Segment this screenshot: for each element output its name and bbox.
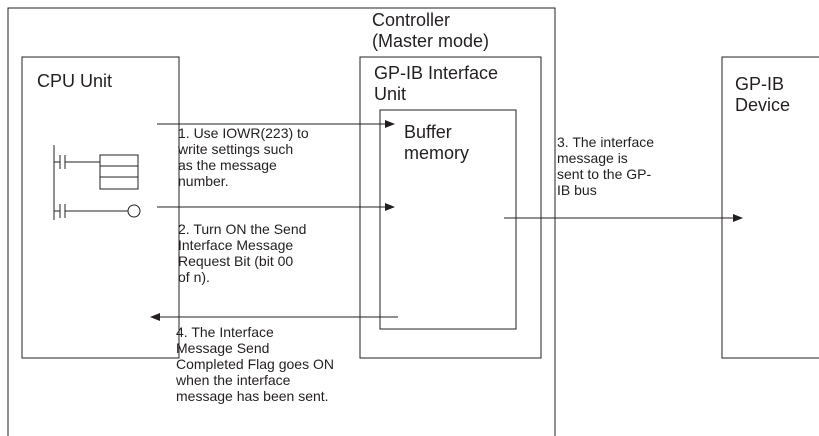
ladder-symbol	[53, 145, 141, 220]
gpib-device-box	[721, 56, 819, 359]
cpu-unit-box	[21, 56, 180, 359]
buffer-memory-box	[379, 109, 517, 330]
step1-text: 1. Use IOWR(223) to write settings such …	[178, 125, 309, 189]
step4-text: 4. The Interface Message Send Completed …	[176, 324, 334, 404]
step2-text: 2. Turn ON the Send Interface Message Re…	[178, 221, 307, 285]
controller-label: Controller (Master mode)	[372, 10, 490, 51]
gpib-device-label: GP-IB Device	[735, 74, 791, 115]
buffer-memory-label: Buffer memory	[404, 122, 470, 163]
step3-text: 3. The interface message is sent to the …	[557, 134, 655, 198]
controller-frame	[7, 7, 556, 436]
gpib-interface-label: GP-IB Interface Unit	[374, 63, 499, 104]
cpu-unit-label: CPU Unit	[37, 71, 113, 91]
